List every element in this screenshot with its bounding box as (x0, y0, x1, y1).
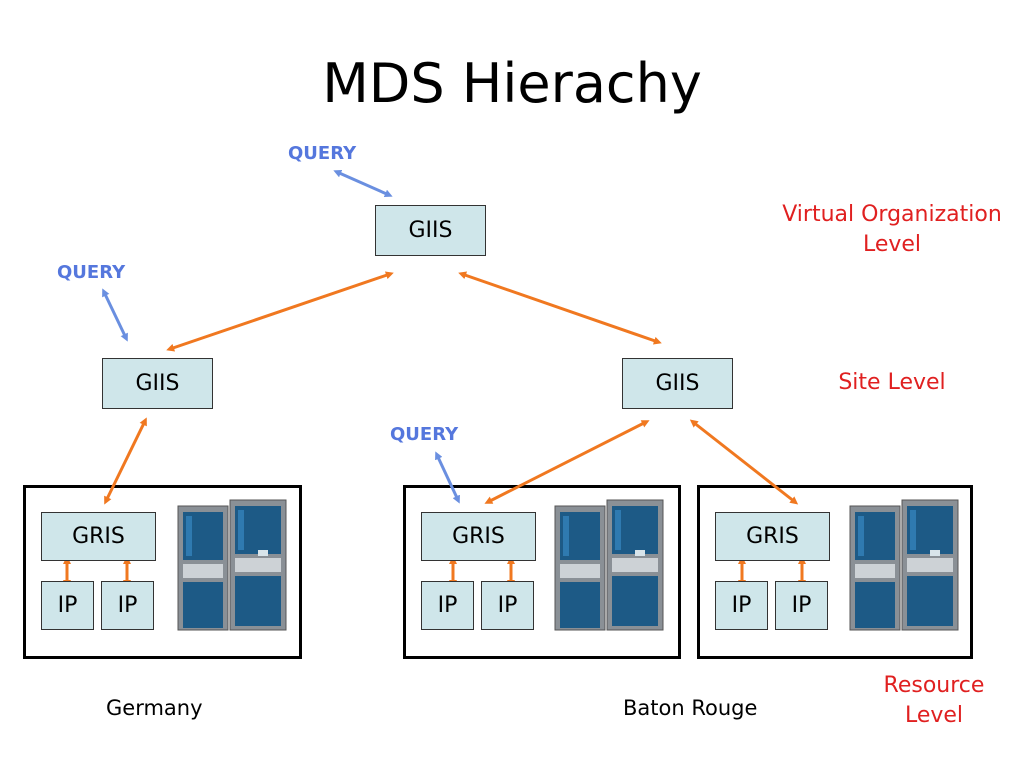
connector-top-left (166, 271, 394, 352)
level-label-line: Level (862, 232, 922, 257)
giis-top-node[interactable]: GIIS (375, 205, 486, 256)
place-label-baton-rouge: Baton Rouge (623, 696, 758, 720)
ip-node[interactable]: IP (481, 581, 534, 630)
level-label-line: Resource (883, 673, 985, 698)
level-label-line: Virtual Organization (782, 202, 1002, 227)
level-label-line: Level (904, 703, 964, 728)
server-rack-icon (554, 499, 664, 631)
slide-title: MDS Hierachy (322, 52, 702, 115)
query-label-middle: QUERY (390, 424, 459, 445)
query-label-left: QUERY (57, 262, 126, 283)
gris-node-baton-rouge-1[interactable]: GRIS (421, 512, 536, 561)
query-arrow-left (102, 288, 128, 342)
giis-left-node[interactable]: GIIS (102, 358, 213, 409)
level-label-resource: Resource Level (862, 671, 1006, 731)
server-rack-icon (849, 499, 959, 631)
ip-node[interactable]: IP (775, 581, 828, 630)
level-label-virtual-organization: Virtual Organization Level (762, 200, 1022, 260)
ip-node[interactable]: IP (421, 581, 474, 630)
query-label-top: QUERY (288, 143, 357, 164)
server-rack-icon (177, 499, 287, 631)
giis-right-node[interactable]: GIIS (622, 358, 733, 409)
ip-node[interactable]: IP (101, 581, 154, 630)
connector-top-right (458, 271, 662, 345)
gris-node-baton-rouge-2[interactable]: GRIS (715, 512, 830, 561)
place-label-germany: Germany (106, 696, 203, 720)
query-arrow-top (333, 169, 393, 198)
gris-node-germany[interactable]: GRIS (41, 512, 156, 561)
ip-node[interactable]: IP (715, 581, 768, 630)
level-label-site: Site Level (838, 370, 946, 395)
ip-node[interactable]: IP (41, 581, 94, 630)
